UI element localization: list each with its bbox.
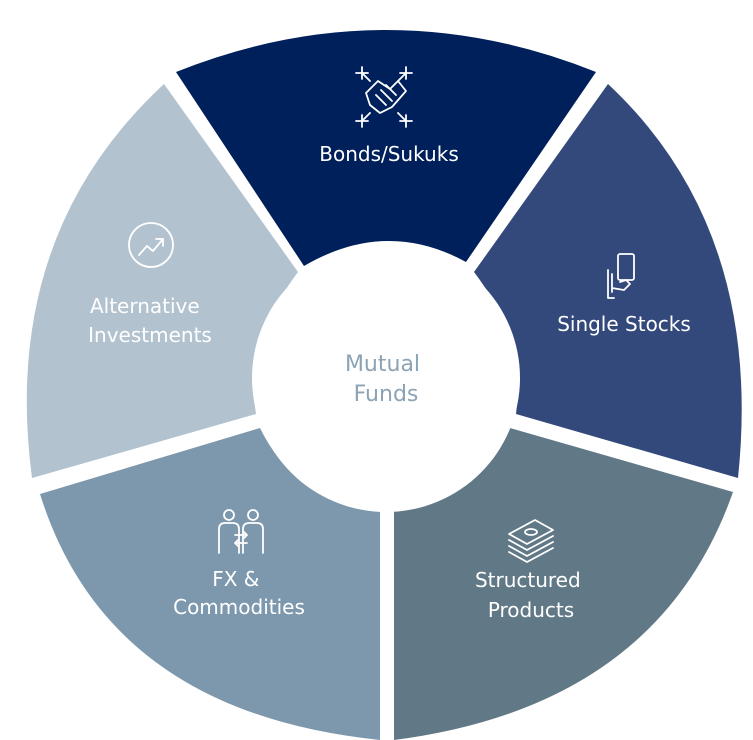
segment-structured-products[interactable] <box>394 428 733 740</box>
segment-label-single-stocks: Single Stocks <box>557 312 691 336</box>
segment-label-structured-products: Structured Products <box>475 568 587 622</box>
money-stack-icon <box>508 519 554 563</box>
hand-holding-card-icon <box>607 253 635 299</box>
people-exchange-icon <box>218 509 264 554</box>
segment-alternative-investments[interactable] <box>26 84 298 478</box>
segment-fx-commodities[interactable] <box>40 428 380 740</box>
segment-label-alternative-investments: Alternative Investments <box>88 294 212 347</box>
segment-label-fx-commodities: FX & Commodities <box>173 567 305 619</box>
segment-label-bonds-sukuks: Bonds/Sukuks <box>319 142 459 166</box>
growth-chart-icon <box>128 222 174 268</box>
handshake-icon <box>355 66 413 128</box>
segment-bonds-sukuks[interactable] <box>176 30 596 266</box>
center-label: Mutual Funds <box>345 352 427 407</box>
center-circle[interactable] <box>252 244 520 512</box>
